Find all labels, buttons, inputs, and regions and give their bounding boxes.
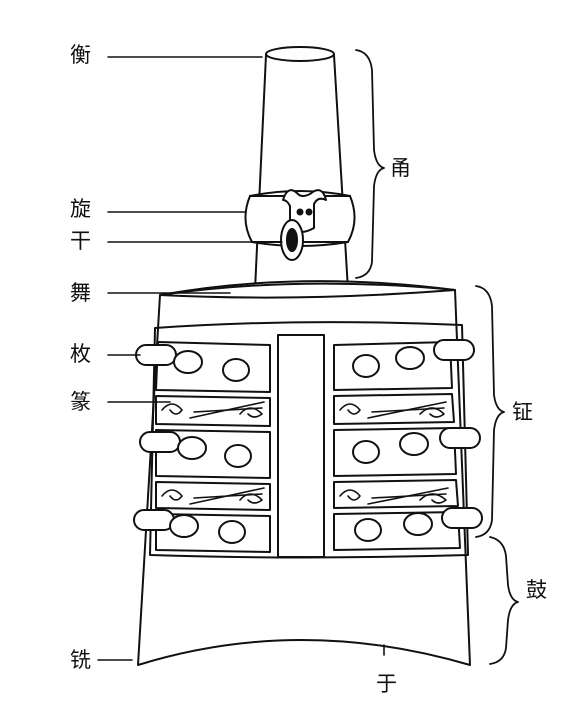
label-wu: 舞 [70, 281, 91, 305]
handle-top-heng [265, 46, 335, 62]
bosses-mei [133, 339, 483, 544]
left-panel-rows [155, 341, 271, 553]
spiral-patterns-zhuan [161, 401, 449, 505]
braces [355, 49, 519, 665]
label-gan: 干 [70, 229, 91, 253]
top-plate-wu [159, 282, 456, 299]
label-mei: 枚 [70, 342, 91, 366]
label-zhuan: 篆 [70, 390, 91, 414]
loop-gan-ornament [280, 189, 327, 261]
leader-lines [97, 56, 385, 661]
decoration-panel [149, 321, 469, 559]
handle-yong [254, 48, 349, 291]
label-heng: 衡 [70, 43, 91, 67]
central-strip [277, 334, 325, 558]
label-yu: 于 [376, 672, 397, 696]
label-zheng: 钲 [512, 400, 533, 424]
label-xian: 铣 [70, 648, 91, 672]
label-yong: 甬 [390, 156, 411, 180]
label-xuan: 旋 [70, 197, 91, 221]
label-gu: 鼓 [526, 578, 547, 602]
